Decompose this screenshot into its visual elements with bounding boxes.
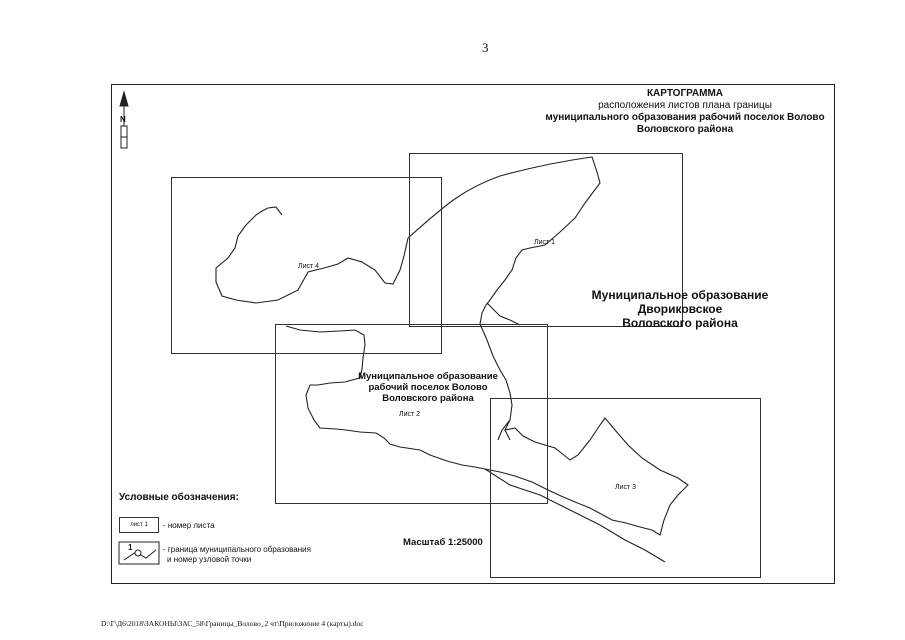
page-number: 3	[482, 40, 489, 55]
title-line-2: расположения листов плана границы	[598, 100, 772, 111]
legend-boundary-desc-2: и номер узловой точки	[167, 555, 252, 564]
sheet-2-label: Лист 2	[399, 411, 421, 418]
boundary-inner	[486, 302, 521, 326]
boundary-node-icon	[118, 541, 160, 565]
boundary-sheet3-tail	[497, 419, 511, 441]
boundary-upper	[285, 156, 689, 536]
sheet-3-frame	[490, 398, 761, 578]
map-title: КАРТОГРАММА расположения листов плана гр…	[540, 88, 830, 136]
boundary-west	[215, 206, 409, 304]
main-region-label: Муниципальное образование рабочий посело…	[358, 371, 498, 404]
legend-title: Условные обозначения:	[119, 492, 239, 503]
legend-sheet-desc: - номер листа	[163, 521, 215, 530]
title-line-4: Воловского района	[636, 124, 734, 135]
boundary-lower-edge	[484, 468, 666, 563]
map-frame	[111, 84, 835, 584]
sheet-1-label: Лист 1	[534, 239, 556, 246]
north-letter: N	[120, 115, 126, 124]
map-scale: Масштаб 1:25000	[403, 537, 483, 548]
title-line-3: муниципального образования рабочий посел…	[545, 112, 825, 123]
sheet-3-label: Лист 3	[615, 484, 637, 491]
north-arrow-icon	[119, 90, 129, 149]
neighbor-region-label: Муниципальное образование Двориковское В…	[548, 288, 812, 330]
legend-boundary-desc-1: - граница муниципального образования	[163, 545, 311, 554]
sheet-1-frame	[409, 153, 683, 327]
legend-node-number: 1	[128, 543, 133, 552]
neighbor-line-1: Муниципальное образование Двориковское	[591, 288, 769, 316]
sheet-4-label: Лист 4	[298, 263, 320, 270]
footer-file-path: D:\Г\Д6\2018\ЗАКОНЫ\ЗАС_58\Границы_Волов…	[101, 619, 364, 628]
main-line-1: Муниципальное образование	[358, 371, 498, 382]
main-line-2: рабочий поселок Волово	[368, 382, 488, 393]
neighbor-line-2: Воловского района	[622, 316, 738, 330]
legend-sheet-sample: лист 1	[119, 517, 159, 533]
title-line-1: КАРТОГРАММА	[646, 88, 724, 99]
main-line-3: Воловского района	[382, 393, 474, 404]
sheet-2-frame	[275, 324, 548, 504]
sheet-4-frame	[171, 177, 442, 354]
